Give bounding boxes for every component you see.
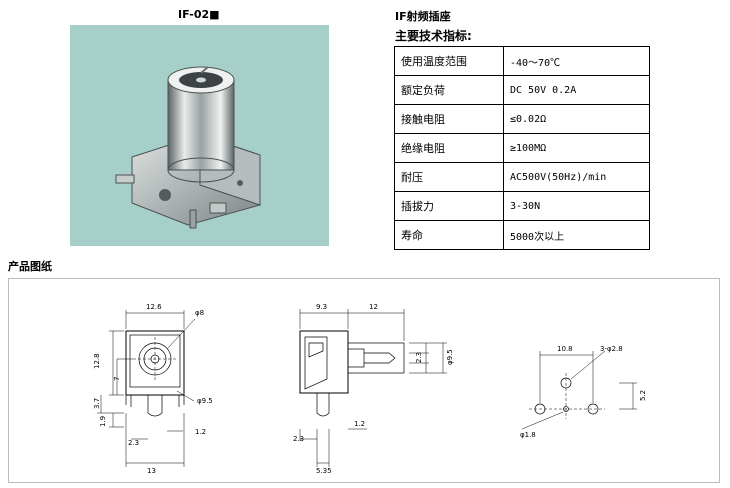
- spec-label: 使用温度范围: [394, 46, 504, 76]
- dim-label: 2.3: [128, 439, 139, 447]
- spec-label: 插拔力: [394, 191, 504, 221]
- spec-value: DC 50V 0.2A: [503, 75, 650, 105]
- table-row: 使用温度范围-40～70℃: [394, 46, 650, 76]
- spec-label: 耐压: [394, 162, 504, 192]
- dim-label: 12.8: [93, 353, 101, 369]
- product-photo: [70, 25, 329, 246]
- technical-drawing-panel: 12.6 φ8 12.8 7 3.7 1.9 φ9.5 2.3 1.2 13 9…: [8, 278, 720, 483]
- spec-value: 3-30N: [503, 191, 650, 221]
- model-title: IF-02■: [178, 8, 220, 21]
- dim-label: φ9.5: [197, 397, 213, 405]
- spec-label: 额定负荷: [394, 75, 504, 105]
- footprint-view: [521, 350, 637, 430]
- dim-label: 3.7: [93, 398, 101, 409]
- spec-value: -40～70℃: [503, 46, 650, 76]
- section-title: IF射频插座: [395, 10, 451, 23]
- dim-label: 2.3: [293, 435, 304, 443]
- dim-label: 5.35: [316, 467, 332, 475]
- connector-illustration: [115, 66, 261, 229]
- dim-label: 5.2: [639, 390, 647, 401]
- spec-value: ≥100MΩ: [503, 133, 650, 163]
- drawing-title: 产品图纸: [8, 260, 52, 273]
- front-view: [97, 310, 196, 467]
- spec-value: ≤0.02Ω: [503, 104, 650, 134]
- side-view: [299, 309, 447, 467]
- dim-label: φ1.8: [520, 431, 536, 439]
- dim-label: φ8: [195, 309, 204, 317]
- dim-label: 9.3: [316, 303, 327, 311]
- spec-value: 5000次以上: [503, 220, 650, 250]
- dim-label: 1.2: [354, 420, 365, 428]
- dim-label: 1.2: [195, 428, 206, 436]
- dim-label: 2.3: [415, 352, 423, 363]
- dim-label: 1.9: [99, 416, 107, 427]
- dim-label: 12.6: [146, 303, 162, 311]
- table-row: 接触电阻≤0.02Ω: [394, 104, 650, 134]
- spec-value: AC500V(50Hz)/min: [503, 162, 650, 192]
- dim-label: 12: [369, 303, 378, 311]
- spec-label: 寿命: [394, 220, 504, 250]
- dim-label: 7: [113, 377, 121, 381]
- dim-label: φ9.5: [446, 349, 454, 365]
- dim-label: 10.8: [557, 345, 573, 353]
- section-subtitle: 主要技术指标:: [395, 29, 472, 43]
- table-row: 绝缘电阻≥100MΩ: [394, 133, 650, 163]
- spec-label: 接触电阻: [394, 104, 504, 134]
- dim-label: 3-φ2.8: [600, 345, 623, 353]
- technical-drawing: 12.6 φ8 12.8 7 3.7 1.9 φ9.5 2.3 1.2 13 9…: [93, 303, 647, 475]
- dim-label: 13: [147, 467, 156, 475]
- spec-label: 绝缘电阻: [394, 133, 504, 163]
